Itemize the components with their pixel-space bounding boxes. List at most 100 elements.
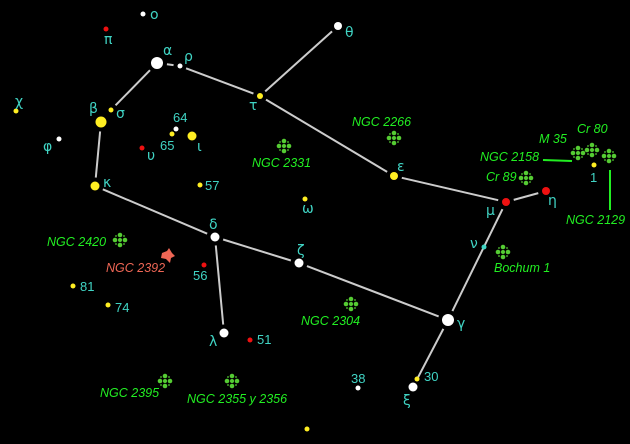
- star-label: θ: [345, 25, 354, 41]
- star-label: 74: [115, 300, 129, 315]
- star-label: σ: [116, 106, 125, 122]
- open-cluster-icon: [584, 142, 600, 158]
- star-dot: [355, 385, 361, 391]
- star-38: 38: [351, 371, 365, 391]
- star-label: μ: [486, 203, 495, 219]
- open-cluster-icon: [224, 373, 240, 389]
- star-1: 1: [590, 162, 597, 185]
- open-cluster-icon: [157, 373, 173, 389]
- star-dot: [294, 258, 304, 268]
- star-label: 30: [424, 369, 438, 384]
- object-ngc2331: NGC 2331: [252, 138, 311, 170]
- star-label: ι: [197, 139, 202, 155]
- open-cluster-icon: [343, 296, 359, 312]
- star-lambda: λ: [209, 328, 229, 350]
- star-74: 74: [105, 300, 129, 315]
- star-dot: [197, 182, 203, 188]
- constellation-line-alpha-rho: [166, 63, 174, 67]
- star-upsilon: υ: [139, 145, 155, 164]
- star-dot: [591, 162, 597, 168]
- star-dot: [173, 126, 179, 132]
- star-theta: θ: [334, 22, 354, 41]
- object-label: NGC 2331: [252, 156, 311, 170]
- star-dot: [70, 283, 76, 289]
- star-label: 38: [351, 371, 365, 386]
- constellation-line-zeta-gamma: [306, 265, 440, 318]
- constellation-line-kappa-delta: [102, 188, 208, 235]
- object-label: Cr 80: [577, 122, 608, 136]
- constellation-line-sigma-alpha: [114, 69, 151, 107]
- star-dot: [302, 196, 308, 202]
- object-label: NGC 2129: [566, 213, 625, 227]
- constellation-line-mu-gamma: [451, 208, 504, 312]
- star-64: 64: [173, 110, 187, 132]
- star-iota: ι: [187, 131, 202, 155]
- star-sigma: σ: [108, 106, 125, 122]
- star-dot: [13, 108, 19, 114]
- constellation-line-mu-eta: [513, 192, 539, 201]
- star-zeta: ζ: [294, 243, 305, 268]
- object-label: NGC 2355 y 2356: [187, 392, 287, 406]
- star-eta: η: [542, 187, 557, 209]
- star-xi: ξ: [403, 382, 418, 409]
- star-dot: [103, 26, 109, 32]
- constellation-line-delta-lambda: [214, 245, 225, 325]
- object-ngc2392: NGC 2392: [106, 248, 175, 275]
- star-label: η: [548, 193, 557, 209]
- constellation-line-tau-theta: [264, 30, 333, 93]
- star-81: 81: [70, 279, 94, 294]
- star-dot: [408, 382, 418, 392]
- star-dot: [139, 145, 145, 151]
- star-dot: [247, 337, 253, 343]
- star-dot: [442, 314, 454, 326]
- planetary-nebula-icon: [161, 248, 175, 263]
- star-label: φ: [43, 139, 52, 155]
- star-label: υ: [147, 148, 155, 164]
- star-dot: [257, 93, 263, 99]
- star-kappa: κ: [90, 175, 111, 191]
- star-label: κ: [103, 175, 111, 191]
- star-label: 56: [193, 268, 207, 283]
- object-cr89: Cr 89: [486, 170, 534, 186]
- open-cluster-icon: [601, 148, 617, 164]
- star-tau: τ: [249, 93, 263, 114]
- star-65: 65: [160, 131, 175, 153]
- object-ngc2395: NGC 2395: [100, 373, 173, 400]
- object-bochum1: Bochum 1: [494, 244, 550, 275]
- star-dot: [95, 116, 107, 128]
- object-ngc2129: NGC 2129: [566, 148, 625, 227]
- star-51: 51: [247, 332, 271, 347]
- open-cluster-icon: [495, 244, 511, 260]
- star-pi: π: [103, 26, 113, 48]
- star-label: ξ: [403, 393, 411, 409]
- object-ngc2420: NGC 2420: [47, 232, 128, 249]
- constellation-line-gamma-xi: [416, 328, 445, 380]
- object-label: Bochum 1: [494, 261, 550, 275]
- star-56: 56: [193, 262, 207, 283]
- star-label: 64: [173, 110, 187, 125]
- star-dot: [219, 328, 229, 338]
- star-label: δ: [209, 217, 218, 233]
- star-dot: [169, 131, 175, 137]
- star-label: π: [104, 32, 113, 48]
- star-label: ρ: [184, 49, 193, 65]
- object-label: NGC 2420: [47, 235, 106, 249]
- open-cluster-icon: [112, 232, 128, 248]
- star-dot: [56, 136, 62, 142]
- star-alpha: α: [151, 43, 172, 69]
- star-label: ω: [302, 201, 314, 217]
- object-ngc2158: NGC 2158: [480, 150, 573, 164]
- object-cr80: Cr 80: [577, 122, 608, 158]
- star-dot: [90, 181, 100, 191]
- constellation-line-epsilon-mu: [401, 176, 499, 202]
- star-dot: [105, 302, 111, 308]
- star-label: ν: [470, 236, 478, 252]
- star-dot: [390, 172, 398, 180]
- star-gamma: γ: [442, 314, 465, 332]
- star-label: τ: [249, 98, 257, 114]
- star-omicron: ο: [140, 7, 159, 23]
- object-label: M 35: [539, 132, 567, 146]
